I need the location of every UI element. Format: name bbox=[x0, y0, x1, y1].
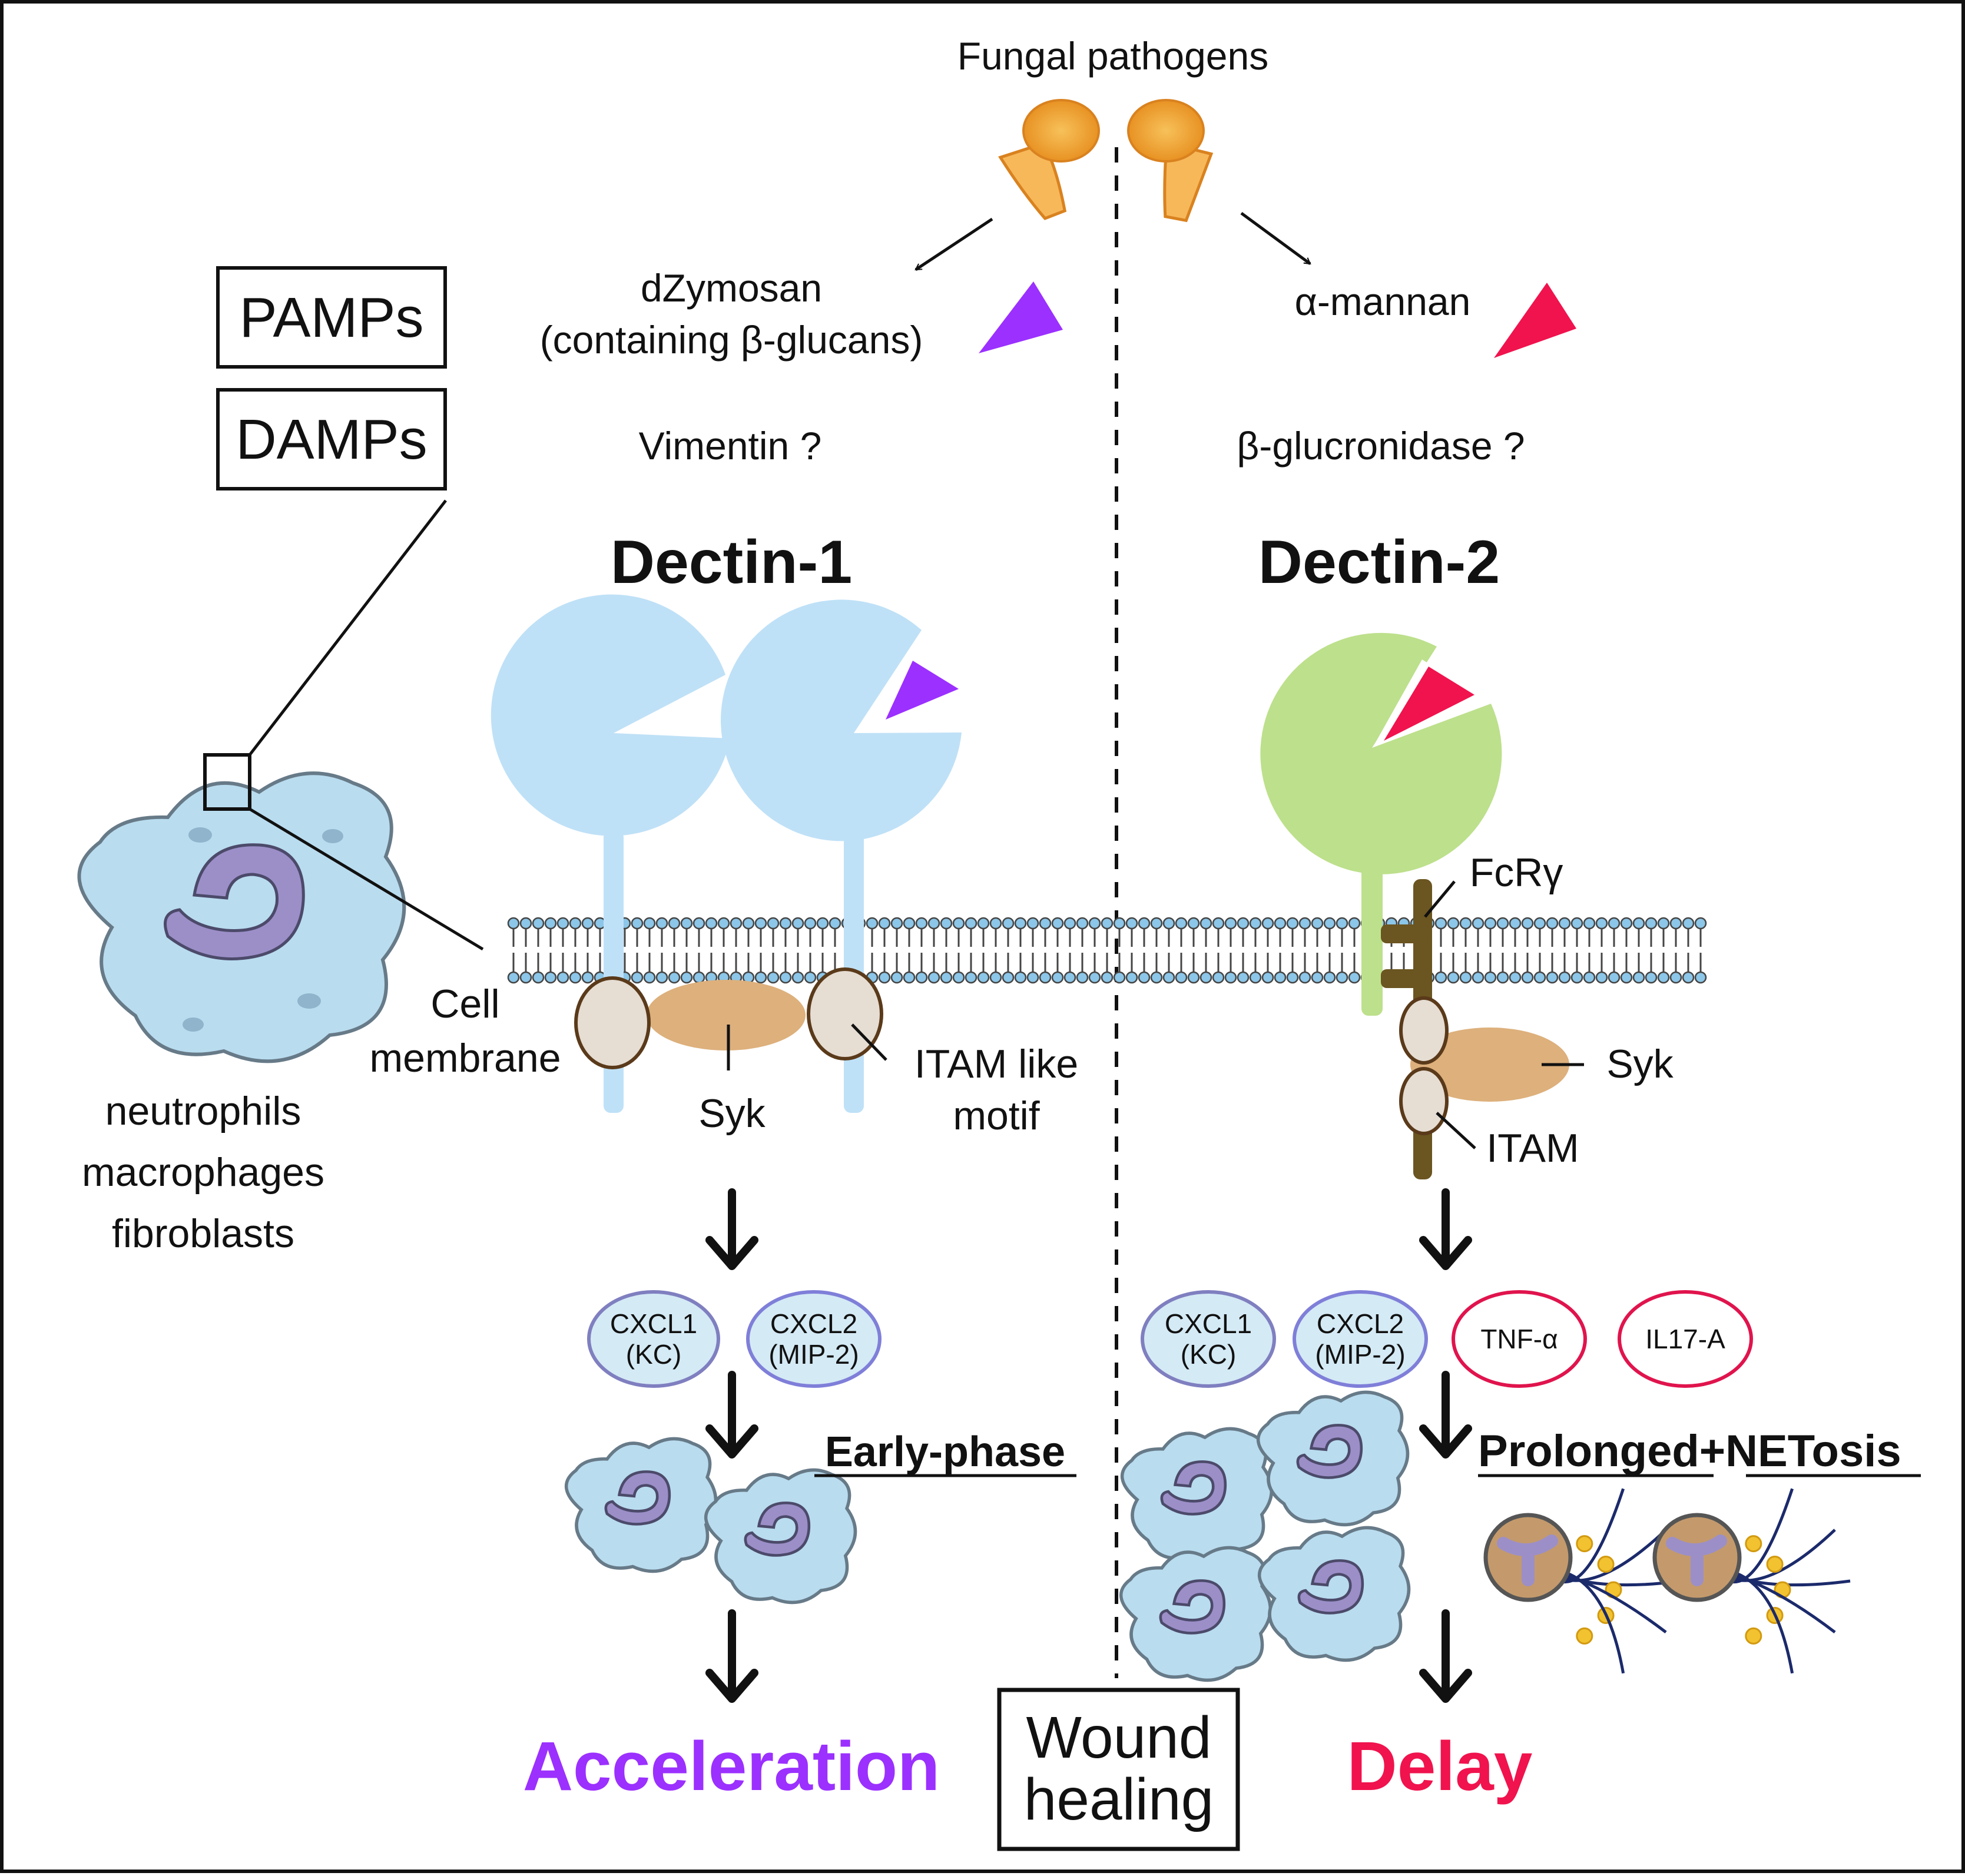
immune-cell-small bbox=[1257, 1390, 1410, 1527]
netosis-label: NETosis bbox=[1725, 1426, 1901, 1476]
net-cell bbox=[1483, 1488, 1682, 1674]
arrow-to-dzymosan bbox=[914, 217, 993, 271]
cell-membrane bbox=[507, 917, 1707, 984]
syk-label-dectin1: Syk bbox=[698, 1091, 766, 1136]
chemokine-cxcl2-dectin1-line2: (MIP-2) bbox=[768, 1339, 859, 1370]
chemokine-cxcl2-dectin1: CXCL2 (MIP-2) bbox=[746, 1290, 882, 1388]
wound-healing-label-2: healing bbox=[1024, 1766, 1214, 1832]
cytokine-il17a: IL17-A bbox=[1618, 1290, 1753, 1388]
chemokine-cxcl1-dectin2-line1: CXCL1 bbox=[1165, 1308, 1252, 1339]
beta-glucans-label: (containing β-glucans) bbox=[540, 318, 923, 362]
pamps-box bbox=[216, 266, 447, 369]
chemokine-cxcl1-dectin1-line1: CXCL1 bbox=[610, 1308, 697, 1339]
dectin2-title: Dectin-2 bbox=[1258, 528, 1500, 596]
chemokine-cxcl1-dectin2: CXCL1 (KC) bbox=[1141, 1290, 1276, 1388]
arrow-to-mannan bbox=[1240, 211, 1311, 266]
cell-membrane-label-2: membrane bbox=[369, 1036, 561, 1080]
fungal-pathogens-label: Fungal pathogens bbox=[957, 34, 1268, 78]
beta-glucan-triangle bbox=[979, 281, 1063, 353]
syk-dectin2 bbox=[1410, 1028, 1569, 1102]
dectin2-receptor bbox=[1260, 632, 1502, 1016]
cell-type-neutrophils: neutrophils bbox=[105, 1089, 301, 1133]
cytokine-tnf-alpha: TNF-α bbox=[1452, 1290, 1587, 1388]
chemokine-cxcl1-dectin2-line2: (KC) bbox=[1181, 1339, 1237, 1370]
zoom-box bbox=[203, 753, 251, 811]
cytokine-tnf-alpha-label: TNF-α bbox=[1480, 1324, 1558, 1354]
acceleration-label: Acceleration bbox=[523, 1728, 940, 1805]
chemokine-cxcl1-dectin1-line2: (KC) bbox=[626, 1339, 682, 1370]
pamps-label: PAMPs bbox=[240, 286, 424, 349]
alpha-mannan-triangle bbox=[1494, 283, 1576, 358]
wound-healing-box bbox=[997, 1688, 1240, 1851]
damps-box bbox=[216, 388, 447, 490]
syk-label-dectin2: Syk bbox=[1606, 1042, 1674, 1086]
immune-cell-large bbox=[77, 771, 406, 1063]
netosis-cells bbox=[1483, 1488, 1851, 1674]
zoom-line-top bbox=[248, 499, 447, 756]
chemokine-cxcl2-dectin2-line2: (MIP-2) bbox=[1315, 1339, 1405, 1370]
dectin1-title: Dectin-1 bbox=[611, 528, 852, 596]
delay-label: Delay bbox=[1347, 1728, 1533, 1805]
itam-like-label-2: motif bbox=[953, 1093, 1039, 1138]
itam-like-label-1: ITAM like bbox=[914, 1042, 1078, 1086]
chemokine-cxcl2-dectin2-line1: CXCL2 bbox=[1317, 1308, 1404, 1339]
alpha-mannan-label: α-mannan bbox=[1295, 280, 1471, 323]
immune-cell-small bbox=[1258, 1526, 1411, 1662]
cell-membrane-label-1: Cell bbox=[430, 982, 499, 1026]
damps-label: DAMPs bbox=[236, 408, 427, 471]
cytokine-il17a-label: IL17-A bbox=[1645, 1324, 1725, 1354]
recruited-cells bbox=[565, 1390, 1411, 1682]
chemokine-cxcl1-dectin1: CXCL1 (KC) bbox=[587, 1290, 720, 1388]
cell-type-fibroblasts: fibroblasts bbox=[112, 1211, 294, 1256]
itam-like-left bbox=[574, 976, 651, 1069]
net-cell bbox=[1652, 1488, 1851, 1674]
fungus-icon-right bbox=[1127, 99, 1214, 223]
itam-lower bbox=[1399, 1067, 1449, 1135]
immune-cell-small bbox=[1119, 1546, 1273, 1682]
chemokine-cxcl2-dectin1-line1: CXCL2 bbox=[770, 1308, 857, 1339]
early-phase-label: Early-phase bbox=[825, 1428, 1065, 1476]
fcr-gamma-label: FcRγ bbox=[1470, 850, 1563, 895]
immune-cell-small bbox=[1121, 1427, 1274, 1563]
wound-healing-label-1: Wound bbox=[1026, 1705, 1211, 1771]
prolonged-label: Prolonged bbox=[1478, 1426, 1699, 1476]
glucronidase-label: β-glucronidase ? bbox=[1237, 424, 1525, 468]
itam-label: ITAM bbox=[1486, 1126, 1579, 1171]
nucleus-large bbox=[164, 843, 305, 960]
immune-cell-small bbox=[704, 1468, 857, 1605]
pathway-arrows bbox=[705, 1188, 1472, 1703]
itam-upper bbox=[1399, 996, 1449, 1065]
vimentin-label: Vimentin ? bbox=[639, 424, 822, 468]
syk-dectin1 bbox=[647, 980, 806, 1050]
immune-cell-small bbox=[565, 1437, 718, 1573]
fungus-icon-left bbox=[998, 99, 1100, 220]
prolonged-netosis-label: Prolonged+NETosis bbox=[1478, 1426, 1901, 1476]
chemokine-cxcl2-dectin2: CXCL2 (MIP-2) bbox=[1293, 1290, 1428, 1388]
phase-plus-label: + bbox=[1699, 1426, 1725, 1476]
dzymosan-label: dZymosan bbox=[641, 266, 822, 310]
zoom-line-bottom bbox=[248, 807, 484, 951]
cell-type-macrophages: macrophages bbox=[82, 1150, 324, 1195]
